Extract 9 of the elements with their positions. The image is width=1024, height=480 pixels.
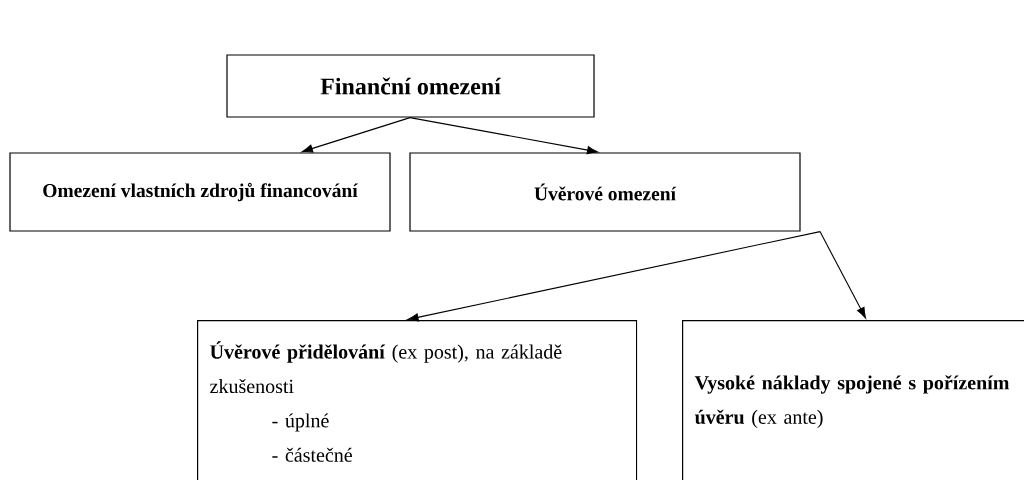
arrow xyxy=(407,231,821,322)
process-box: Omezení vlastních zdrojů financování xyxy=(9,152,391,232)
arrow xyxy=(409,117,599,155)
process-box: Úvěrové přidělování (ex post), na základě zkušenosti - úplné - částečné xyxy=(197,320,638,480)
process-box: Úvěrové omezení xyxy=(409,152,801,232)
process-box: Vysoké náklady spojené s pořízením úvěru (ex ante) xyxy=(682,320,1024,480)
process-box: Finanční omezení xyxy=(226,54,595,118)
arrow xyxy=(819,231,866,319)
arrow xyxy=(301,117,411,153)
